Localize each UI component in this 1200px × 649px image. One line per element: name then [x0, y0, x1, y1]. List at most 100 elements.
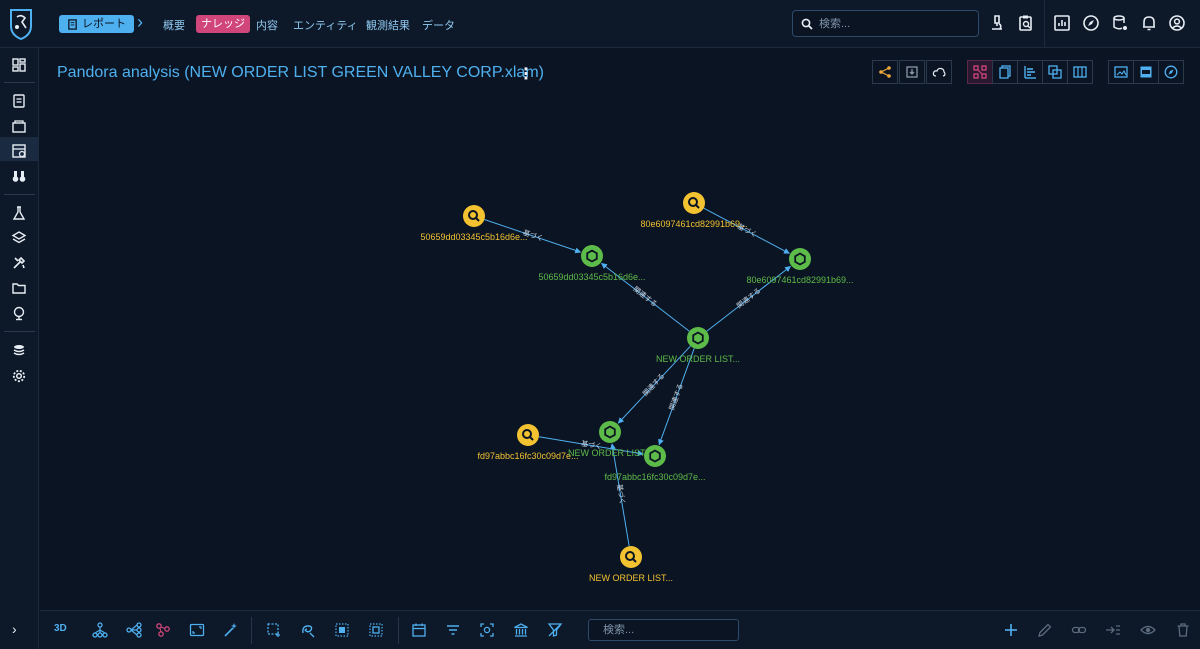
entity-node-circle[interactable] — [644, 445, 666, 467]
entity-node-circle[interactable] — [599, 421, 621, 443]
graph-search[interactable] — [588, 619, 743, 641]
graph-edge[interactable] — [658, 348, 695, 446]
search-icon — [522, 429, 532, 439]
dashboard-chart-icon[interactable] — [1053, 14, 1071, 32]
sidebar-folder-icon[interactable] — [11, 280, 27, 296]
account-icon[interactable] — [1168, 14, 1186, 32]
compass-icon[interactable] — [1082, 14, 1100, 32]
app-logo-icon[interactable] — [8, 8, 34, 40]
select-nodes-icon[interactable] — [368, 622, 384, 638]
page-title: Pandora analysis (NEW ORDER LIST GREEN V… — [57, 64, 544, 81]
sidebar-globe-icon[interactable] — [11, 305, 27, 321]
link-icon[interactable] — [1071, 622, 1087, 638]
graph-edge[interactable] — [484, 219, 582, 254]
observable-node[interactable]: NEW ORDER LIST... — [589, 546, 673, 583]
sidebar-tools-icon[interactable] — [11, 255, 27, 271]
calendar-icon[interactable] — [411, 622, 427, 638]
tab-content[interactable]: 内容 — [256, 20, 278, 32]
correlation-view-button[interactable] — [1042, 60, 1068, 84]
edit-pencil-icon[interactable] — [1037, 622, 1053, 638]
entity-node[interactable]: NEW ORDER LIST... — [568, 421, 652, 458]
sidebar-analysis-flask-icon[interactable] — [11, 205, 27, 221]
entity-node[interactable]: fd97abbc16fc30c09d7e... — [604, 445, 706, 482]
tab-data[interactable]: データ — [422, 20, 455, 32]
sidebar-data-icon[interactable] — [11, 343, 27, 359]
filter-off-icon[interactable] — [547, 622, 563, 638]
entity-node-circle[interactable] — [687, 327, 709, 349]
knowledge-graph[interactable]: 基づく基づく関連する関連する関連する関連する基づく基づく 50659dd0334… — [40, 90, 1200, 610]
sidebar-divider — [4, 82, 35, 83]
graph-edge[interactable] — [609, 443, 630, 547]
horizontal-tree-icon[interactable] — [126, 622, 142, 638]
sidebar-events-icon[interactable] — [11, 143, 27, 159]
navigate-button[interactable] — [1158, 60, 1184, 84]
more-vertical-icon[interactable]: ⋮ — [518, 66, 534, 83]
focus-scan-icon[interactable] — [479, 622, 495, 638]
tab-observables[interactable]: 観測結果 — [366, 20, 410, 32]
fit-screen-icon[interactable] — [189, 622, 205, 638]
graph-edge[interactable] — [601, 262, 690, 332]
sidebar-reports-icon[interactable] — [11, 93, 27, 109]
observable-node-circle[interactable] — [620, 546, 642, 568]
timeline-view-button[interactable] — [1017, 60, 1043, 84]
entity-node[interactable]: NEW ORDER LIST... — [656, 327, 740, 364]
trash-icon[interactable] — [1175, 622, 1191, 638]
observable-node-circle[interactable] — [517, 424, 539, 446]
view-3d-toggle[interactable]: 3D — [54, 623, 67, 634]
eye-icon[interactable] — [1140, 622, 1156, 638]
breadcrumb-report[interactable]: レポート — [59, 15, 134, 33]
sidebar-settings-gear-icon[interactable] — [11, 368, 27, 384]
free-select-icon[interactable] — [300, 622, 316, 638]
entity-node-circle[interactable] — [581, 245, 603, 267]
observable-node[interactable]: fd97abbc16fc30c09d7e... — [477, 424, 579, 461]
observable-node[interactable]: 50659dd03345c5b16d6e... — [420, 205, 528, 242]
graph-nodes: 50659dd03345c5b16d6e... 50659dd03345c5b16… — [420, 192, 854, 583]
graph-edge[interactable] — [617, 345, 691, 424]
graph-view-button[interactable] — [967, 60, 993, 84]
observable-node-circle[interactable] — [463, 205, 485, 227]
force-layout-icon[interactable] — [155, 622, 171, 638]
bell-icon[interactable] — [1140, 14, 1158, 32]
hexagon-icon — [586, 249, 598, 263]
export-button[interactable] — [899, 60, 925, 84]
sidebar-cases-icon[interactable] — [11, 118, 27, 134]
cloud-sync-button[interactable] — [926, 60, 952, 84]
sidebar-layers-icon[interactable] — [11, 230, 27, 246]
select-all-icon[interactable] — [334, 622, 350, 638]
entity-node[interactable]: 50659dd03345c5b16d6e... — [538, 245, 646, 282]
add-icon[interactable] — [1003, 622, 1019, 638]
clipboard-search-icon[interactable] — [1017, 14, 1035, 32]
global-search-input[interactable] — [819, 17, 959, 30]
observable-node[interactable]: 80e6097461cd82991b69... — [640, 192, 748, 229]
filter-lines-icon[interactable] — [445, 622, 461, 638]
database-settings-icon[interactable] — [1111, 14, 1129, 32]
select-area-icon[interactable] — [266, 622, 282, 638]
graph-edge[interactable] — [538, 436, 644, 457]
observable-node-circle[interactable] — [683, 192, 705, 214]
matrix-view-button[interactable] — [1067, 60, 1093, 84]
magic-wand-icon[interactable] — [223, 622, 239, 638]
content-view-button[interactable] — [992, 60, 1018, 84]
search-icon-handle — [529, 436, 534, 441]
microscope-icon[interactable] — [988, 14, 1006, 32]
merge-arrow-icon[interactable] — [1105, 622, 1121, 638]
tree-layout-icon[interactable] — [92, 622, 108, 638]
graph-node-label: NEW ORDER LIST... — [589, 573, 673, 583]
expand-sidebar-chevron-icon[interactable]: › — [12, 621, 17, 637]
tab-overview[interactable]: 概要 — [163, 20, 185, 32]
entity-node-circle[interactable] — [789, 248, 811, 270]
institution-icon[interactable] — [513, 622, 529, 638]
share-button[interactable] — [872, 60, 898, 84]
entity-node[interactable]: 80e6097461cd82991b69... — [746, 248, 854, 285]
graph-edge[interactable] — [703, 207, 790, 254]
graph-search-input[interactable] — [603, 624, 743, 636]
export-pdf-button[interactable] — [1133, 60, 1159, 84]
tab-knowledge[interactable]: ナレッジ — [196, 15, 250, 33]
graph-node-label: 50659dd03345c5b16d6e... — [420, 232, 527, 242]
global-search[interactable] — [792, 10, 979, 37]
graph-edge[interactable] — [706, 265, 791, 332]
sidebar-dashboard-icon[interactable] — [11, 57, 27, 73]
export-image-button[interactable] — [1108, 60, 1134, 84]
sidebar-observations-binoculars-icon[interactable] — [11, 168, 27, 184]
tab-entities[interactable]: エンティティ — [293, 20, 358, 32]
